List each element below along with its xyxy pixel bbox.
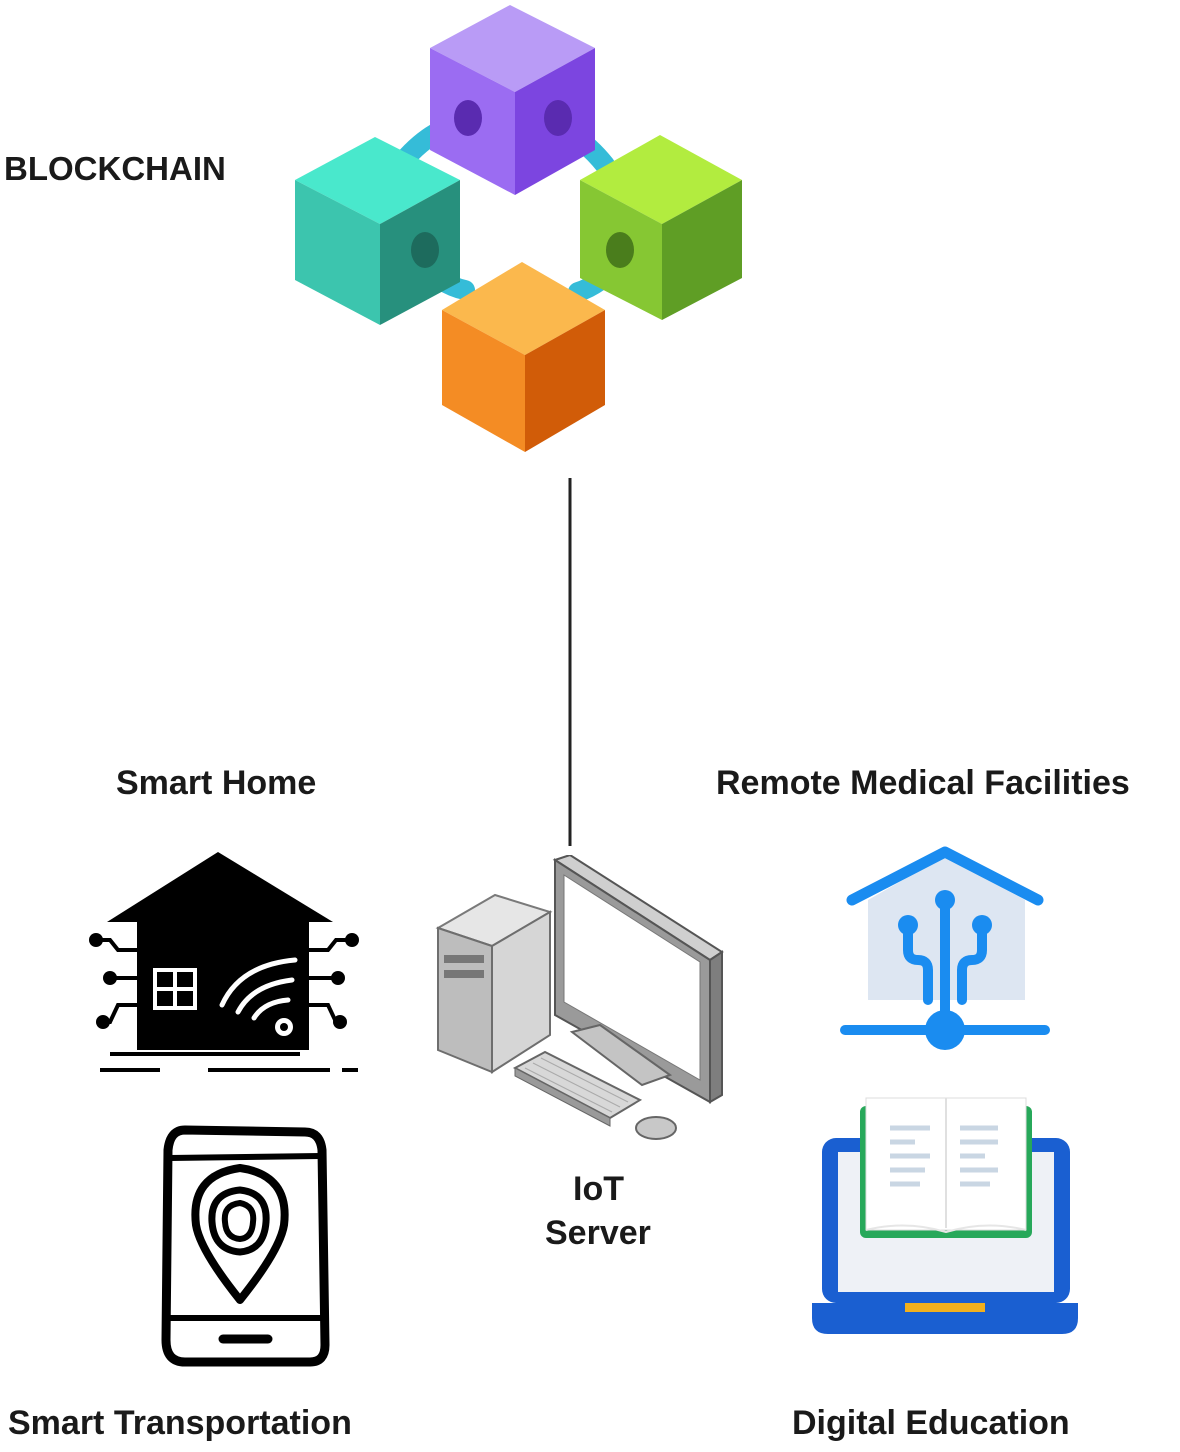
laptop-book-icon <box>812 1097 1078 1334</box>
smart-transportation-label: Smart Transportation <box>8 1404 352 1442</box>
iot-server-label-line2: Server <box>545 1214 651 1252</box>
phone-location-pin-icon <box>161 1125 330 1367</box>
connector-line <box>568 478 572 846</box>
iot-server-label-line1: IoT <box>573 1170 624 1208</box>
blockchain-cubes-icon <box>295 5 742 452</box>
digital-education-label: Digital Education <box>792 1404 1070 1442</box>
remote-medical-label: Remote Medical Facilities <box>716 764 1130 802</box>
home-network-icon <box>840 846 1050 1050</box>
smart-home-label: Smart Home <box>116 764 317 802</box>
blockchain-label: BLOCKCHAIN <box>4 150 226 187</box>
desktop-computer-icon <box>435 855 724 1140</box>
smart-home-icon <box>89 852 359 1072</box>
